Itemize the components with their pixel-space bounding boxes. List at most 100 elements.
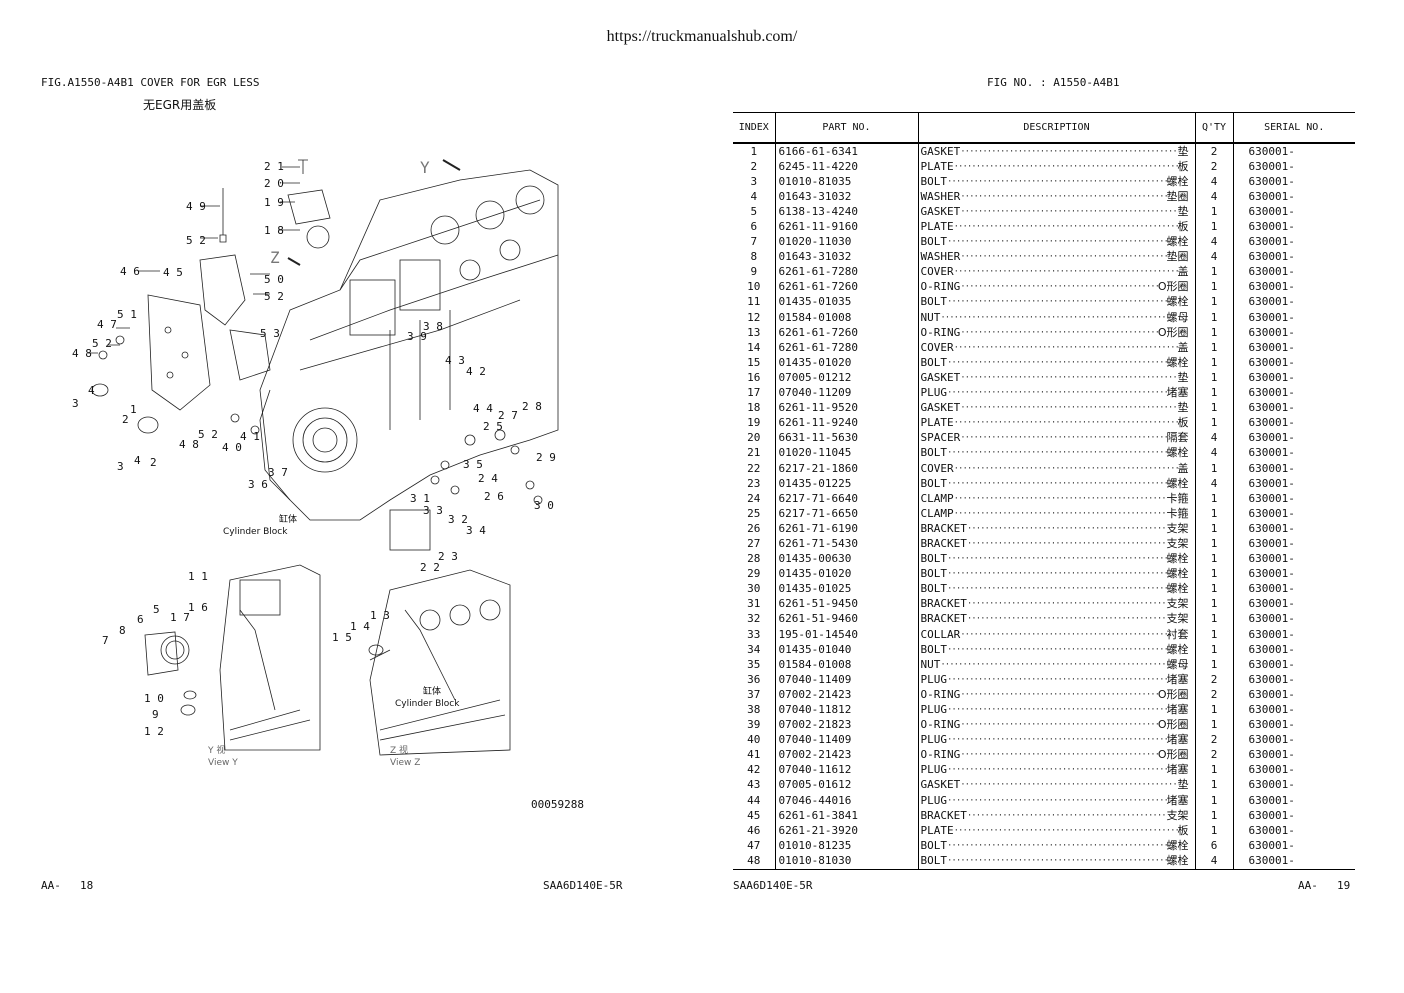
callout-52d: 5 2: [198, 428, 218, 441]
row-description: PLATE···································…: [917, 159, 1195, 175]
left-page-number: 18: [80, 879, 94, 892]
row-description: BOLT····································…: [917, 355, 1195, 371]
row-qty: 1: [1194, 642, 1233, 658]
row-serial: 630001-: [1232, 627, 1355, 643]
leader-dots: ········································…: [947, 735, 1167, 746]
row-serial: 630001-: [1232, 340, 1355, 356]
row-serial: 630001-: [1232, 566, 1355, 582]
row-desc-en: COVER: [920, 265, 954, 279]
row-desc-cn: 板: [1177, 220, 1189, 234]
leader-dots: ········································…: [953, 825, 1178, 836]
row-desc-en: NUT: [920, 310, 941, 324]
row-description: NUT·····································…: [917, 310, 1195, 326]
row-desc-cn: 盖: [1177, 265, 1189, 279]
callout-52c: 5 2: [92, 337, 112, 350]
row-serial: 630001-: [1232, 355, 1355, 371]
row-serial: 630001-: [1232, 159, 1355, 175]
row-index: 8: [750, 250, 758, 264]
row-qty: 1: [1194, 204, 1233, 220]
row-description: BOLT····································…: [917, 445, 1195, 461]
callout-41: 4 1: [240, 430, 260, 443]
row-index: 22: [747, 461, 761, 475]
leader-dots: ········································…: [960, 689, 1158, 700]
callout-50: 5 0: [264, 273, 284, 286]
row-part-no: 6261-51-9460: [774, 611, 918, 627]
row-description: WASHER··································…: [917, 189, 1195, 205]
row-qty: 1: [1194, 310, 1233, 326]
row-part-no: 6261-61-7280: [774, 264, 918, 280]
leader-dots: ········································…: [966, 538, 1167, 549]
leader-dots: ········································…: [940, 312, 1166, 323]
row-description: O-RING··································…: [917, 325, 1195, 341]
row-desc-cn: 螺栓: [1166, 295, 1189, 309]
row-qty: 1: [1194, 370, 1233, 386]
row-desc-en: PLUG: [920, 793, 948, 807]
callout-22: 2 2: [420, 561, 440, 574]
callout-49: 4 9: [186, 200, 206, 213]
row-index: 32: [747, 612, 761, 626]
row-qty: 1: [1194, 762, 1233, 778]
callout-26: 2 6: [484, 490, 504, 503]
row-desc-en: GASKET: [920, 778, 961, 792]
row-desc-en: CLAMP: [920, 491, 954, 505]
row-desc-cn: 螺栓: [1166, 174, 1189, 188]
row-description: BOLT····································…: [917, 642, 1195, 658]
row-part-no: 01010-81035: [774, 174, 918, 190]
row-desc-en: BOLT: [920, 355, 948, 369]
row-desc-en: PLUG: [920, 672, 948, 686]
row-desc-cn: 螺栓: [1166, 838, 1189, 852]
site-url[interactable]: https://truckmanualshub.com/: [606, 28, 798, 45]
row-index: 40: [747, 733, 761, 747]
row-desc-en: GASKET: [920, 144, 961, 158]
row-part-no: 6261-61-7260: [774, 325, 918, 341]
col-index: INDEX: [733, 112, 775, 144]
row-part-no: 01020-11030: [774, 234, 918, 250]
row-index: 19: [747, 416, 761, 430]
row-part-no: 6261-61-7260: [774, 279, 918, 295]
row-part-no: 01435-01025: [774, 581, 918, 597]
leader-dots: ········································…: [940, 659, 1166, 670]
row-index: 36: [747, 672, 761, 686]
row-index: 29: [747, 567, 761, 581]
row-part-no: 07040-11409: [774, 732, 918, 748]
row-description: BOLT····································…: [917, 294, 1195, 311]
leader-dots: ········································…: [953, 418, 1178, 429]
row-part-no: 01643-31032: [774, 249, 918, 265]
leader-dots: ········································…: [960, 146, 1177, 157]
row-index: 47: [747, 838, 761, 852]
row-part-no: 01643-31032: [774, 189, 918, 205]
col-description: DESCRIPTION: [917, 112, 1195, 144]
callout-20: 2 0: [264, 177, 284, 190]
leader-dots: ········································…: [960, 206, 1177, 217]
row-desc-cn: 盖: [1177, 340, 1189, 354]
row-part-no: 01435-01035: [774, 294, 918, 311]
row-qty: 1: [1194, 460, 1233, 477]
col-serial-no: SERIAL NO.: [1232, 112, 1355, 144]
row-desc-en: GASKET: [920, 204, 961, 218]
leader-dots: ········································…: [947, 176, 1167, 187]
row-qty: 1: [1194, 717, 1233, 733]
callout-3a: 3: [72, 397, 79, 410]
col-qty: Q'TY: [1194, 112, 1233, 144]
row-desc-en: PLUG: [920, 703, 948, 717]
row-desc-cn: 垫: [1177, 370, 1189, 384]
row-qty: 2: [1194, 159, 1233, 175]
row-desc-en: GASKET: [920, 370, 961, 384]
row-qty: 1: [1194, 596, 1233, 612]
row-description: GASKET··································…: [917, 143, 1195, 160]
row-description: COVER···································…: [917, 264, 1195, 280]
fig-no-label: FIG NO. : A1550-A4B1: [987, 76, 1120, 89]
row-description: COVER···································…: [917, 460, 1195, 477]
row-index: 48: [733, 853, 775, 870]
